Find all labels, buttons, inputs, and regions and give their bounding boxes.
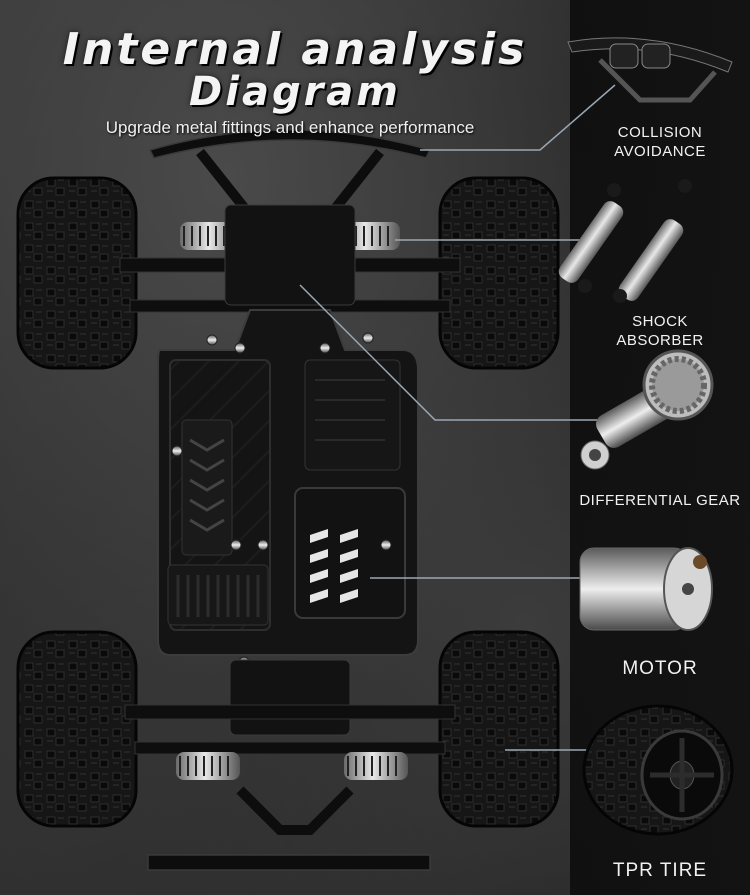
motor-icon (579, 547, 713, 631)
rear-shocks (176, 752, 408, 780)
bumper-icon (567, 37, 733, 103)
label-line: ABSORBER (616, 332, 704, 349)
label-line: SHOCK (632, 313, 688, 330)
front-right-tire (438, 176, 560, 370)
rear-right-tire (438, 630, 560, 828)
subtitle: Upgrade metal fittings and enhance perfo… (105, 118, 475, 137)
label-line: DIFFERENTIAL GEAR (579, 492, 741, 509)
label-shock-absorber: SHOCK ABSORBER (575, 312, 745, 350)
label-collision-avoidance: COLLISION AVOIDANCE (575, 123, 745, 161)
label-differential-gear: DIFFERENTIAL GEAR (575, 491, 745, 510)
title-line-1: Internal analysis (62, 24, 528, 75)
label-motor: MOTOR (575, 659, 745, 678)
tire-icon (582, 704, 734, 836)
rear-left-tire (16, 630, 138, 828)
front-bumper (148, 129, 432, 159)
label-line: COLLISION (617, 124, 703, 141)
motor-cover (294, 487, 406, 619)
label-line: TPR TIRE (612, 860, 708, 881)
title-block: Internal analysis Diagram (60, 24, 530, 115)
rear-bumper (147, 854, 431, 871)
front-left-tire (16, 176, 138, 370)
label-line: AVOIDANCE (614, 143, 706, 160)
label-line: MOTOR (622, 658, 698, 679)
title-line-2: Diagram (189, 69, 401, 115)
label-tpr-tire: TPR TIRE (575, 861, 745, 880)
shock-absorber-icon (558, 179, 692, 303)
differential-gear-icon (580, 349, 714, 470)
